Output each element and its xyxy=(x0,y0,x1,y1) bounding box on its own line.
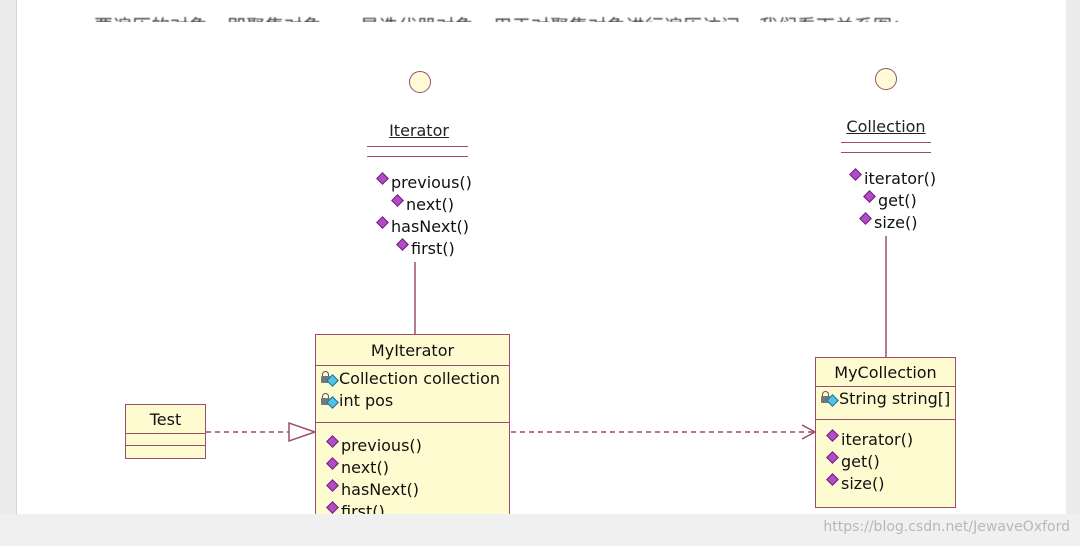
operation-icon xyxy=(826,473,839,486)
iterator-interface-operations: previous() next() hasNext() first() xyxy=(376,172,472,260)
collection-interface-divider xyxy=(841,142,931,143)
operation-icon xyxy=(326,479,339,492)
iterator-interface-divider xyxy=(367,146,468,147)
iterator-interface-name: Iterator xyxy=(389,121,449,140)
collection-interface-operations: iterator() get() size() xyxy=(849,168,937,234)
attribute-row: String string[] xyxy=(820,388,955,410)
operation-label: get() xyxy=(878,191,917,210)
right-margin xyxy=(1066,0,1080,546)
myiterator-attributes: Collection collection int pos xyxy=(316,366,509,423)
attribute-label: int pos xyxy=(339,391,394,410)
operation-label: hasNext() xyxy=(341,480,420,499)
private-attribute-icon xyxy=(320,393,339,409)
operation-icon xyxy=(376,172,389,185)
attribute-row: int pos xyxy=(320,390,509,412)
operation-row: hasNext() xyxy=(326,479,509,501)
operation-row: iterator() xyxy=(849,168,937,190)
attribute-row: Collection collection xyxy=(320,368,509,390)
operation-icon xyxy=(849,168,862,181)
operation-label: previous() xyxy=(341,436,422,455)
operation-label: first() xyxy=(411,239,455,258)
operation-label: next() xyxy=(341,458,389,477)
test-class-name: Test xyxy=(126,405,205,434)
myiterator-class-name: MyIterator xyxy=(316,335,509,366)
operation-label: get() xyxy=(841,452,880,471)
mycollection-attributes: String string[] xyxy=(816,387,955,420)
operation-row: get() xyxy=(851,190,936,212)
operation-row: size() xyxy=(851,212,936,234)
myiterator-operations: previous() next() hasNext() first() xyxy=(316,423,509,523)
operation-icon xyxy=(826,451,839,464)
operation-row: previous() xyxy=(376,172,472,194)
collection-interface-icon xyxy=(875,68,897,90)
operation-row: get() xyxy=(826,451,955,473)
mycollection-class-name: MyCollection xyxy=(816,358,955,387)
private-attribute-icon xyxy=(320,371,339,387)
operation-label: hasNext() xyxy=(391,217,470,236)
operation-row: hasNext() xyxy=(376,216,472,238)
top-paragraph-text: 要遍历的对象，即聚集对象，一是迭代器对象，用于对聚集对象进行遍历访问。我们看下关… xyxy=(94,12,934,22)
collection-interface-divider xyxy=(841,152,931,153)
attribute-label: Collection collection xyxy=(339,369,500,388)
operation-icon xyxy=(326,457,339,470)
operation-row: first() xyxy=(378,238,472,260)
operation-row: next() xyxy=(378,194,472,216)
generalization-arrowhead xyxy=(288,421,318,443)
operation-row: previous() xyxy=(326,435,509,457)
operation-label: iterator() xyxy=(841,430,914,449)
operation-icon xyxy=(376,216,389,229)
operation-row: iterator() xyxy=(826,429,955,451)
bottom-band xyxy=(0,514,1080,546)
iterator-interface-icon xyxy=(409,71,431,93)
test-attributes-compartment xyxy=(126,434,205,446)
operation-label: previous() xyxy=(391,173,472,192)
operation-row: next() xyxy=(326,457,509,479)
operation-icon xyxy=(326,501,339,514)
top-text-clip: 要遍历的对象，即聚集对象，一是迭代器对象，用于对聚集对象进行遍历访问。我们看下关… xyxy=(0,0,1080,22)
operation-icon xyxy=(863,190,876,203)
operation-label: next() xyxy=(406,195,454,214)
operation-icon xyxy=(326,435,339,448)
private-attribute-icon xyxy=(820,391,839,407)
operation-icon xyxy=(396,238,409,251)
operation-icon xyxy=(826,429,839,442)
operation-icon xyxy=(859,212,872,225)
iterator-interface-divider xyxy=(367,156,468,157)
myiterator-class-box: MyIterator Collection collection int pos… xyxy=(315,334,510,524)
left-margin xyxy=(0,0,16,546)
collection-interface-name: Collection xyxy=(846,117,926,136)
mycollection-class-box: MyCollection String string[] iterator() … xyxy=(815,357,956,508)
attribute-label: String string[] xyxy=(839,389,951,408)
operation-label: iterator() xyxy=(864,169,937,188)
operation-icon xyxy=(391,194,404,207)
watermark: https://blog.csdn.net/JewaveOxford xyxy=(823,519,1070,535)
operation-label: size() xyxy=(874,213,918,232)
mycollection-operations: iterator() get() size() xyxy=(816,420,955,495)
operation-row: size() xyxy=(826,473,955,495)
operation-label: size() xyxy=(841,474,885,493)
test-class-box: Test xyxy=(125,404,206,459)
